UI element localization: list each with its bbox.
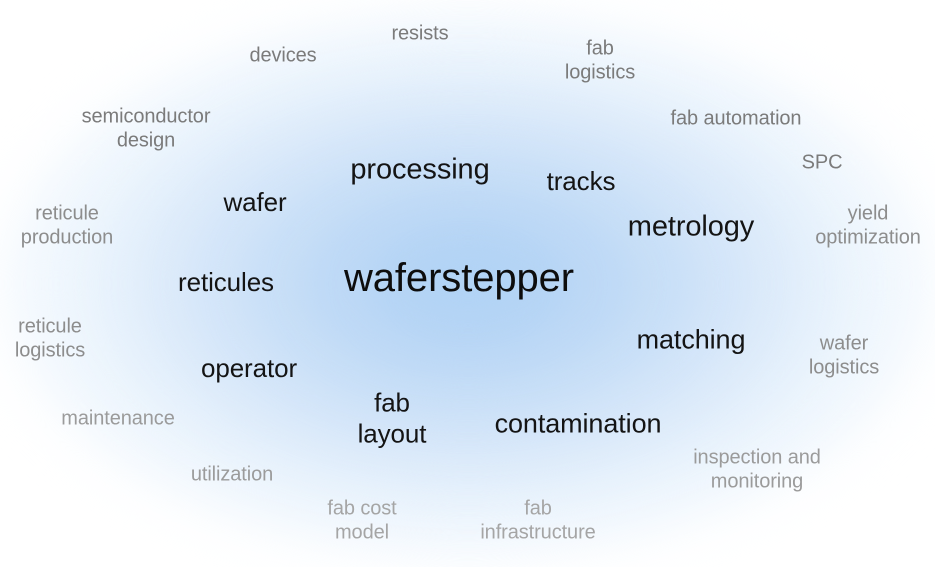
word-cloud-term: maintenance bbox=[61, 407, 175, 430]
word-cloud-term: contamination bbox=[494, 408, 662, 439]
word-cloud-term: fab automation bbox=[670, 107, 802, 130]
word-cloud-term: matching bbox=[636, 324, 746, 355]
word-cloud-term: resists bbox=[391, 22, 449, 45]
word-cloud-term: SPC bbox=[801, 151, 843, 174]
word-cloud-term: operator bbox=[200, 353, 298, 384]
word-cloud-term: devices bbox=[249, 44, 317, 67]
word-cloud-term: processing bbox=[350, 153, 490, 186]
word-cloud-term: waferstepper bbox=[343, 255, 575, 300]
word-cloud-term: wafer bbox=[223, 187, 287, 218]
word-cloud-term: metrology bbox=[627, 210, 755, 243]
word-cloud-term: tracks bbox=[546, 166, 616, 197]
word-cloud-term: reticules bbox=[178, 267, 274, 298]
word-cloud-term: utilization bbox=[190, 463, 274, 486]
